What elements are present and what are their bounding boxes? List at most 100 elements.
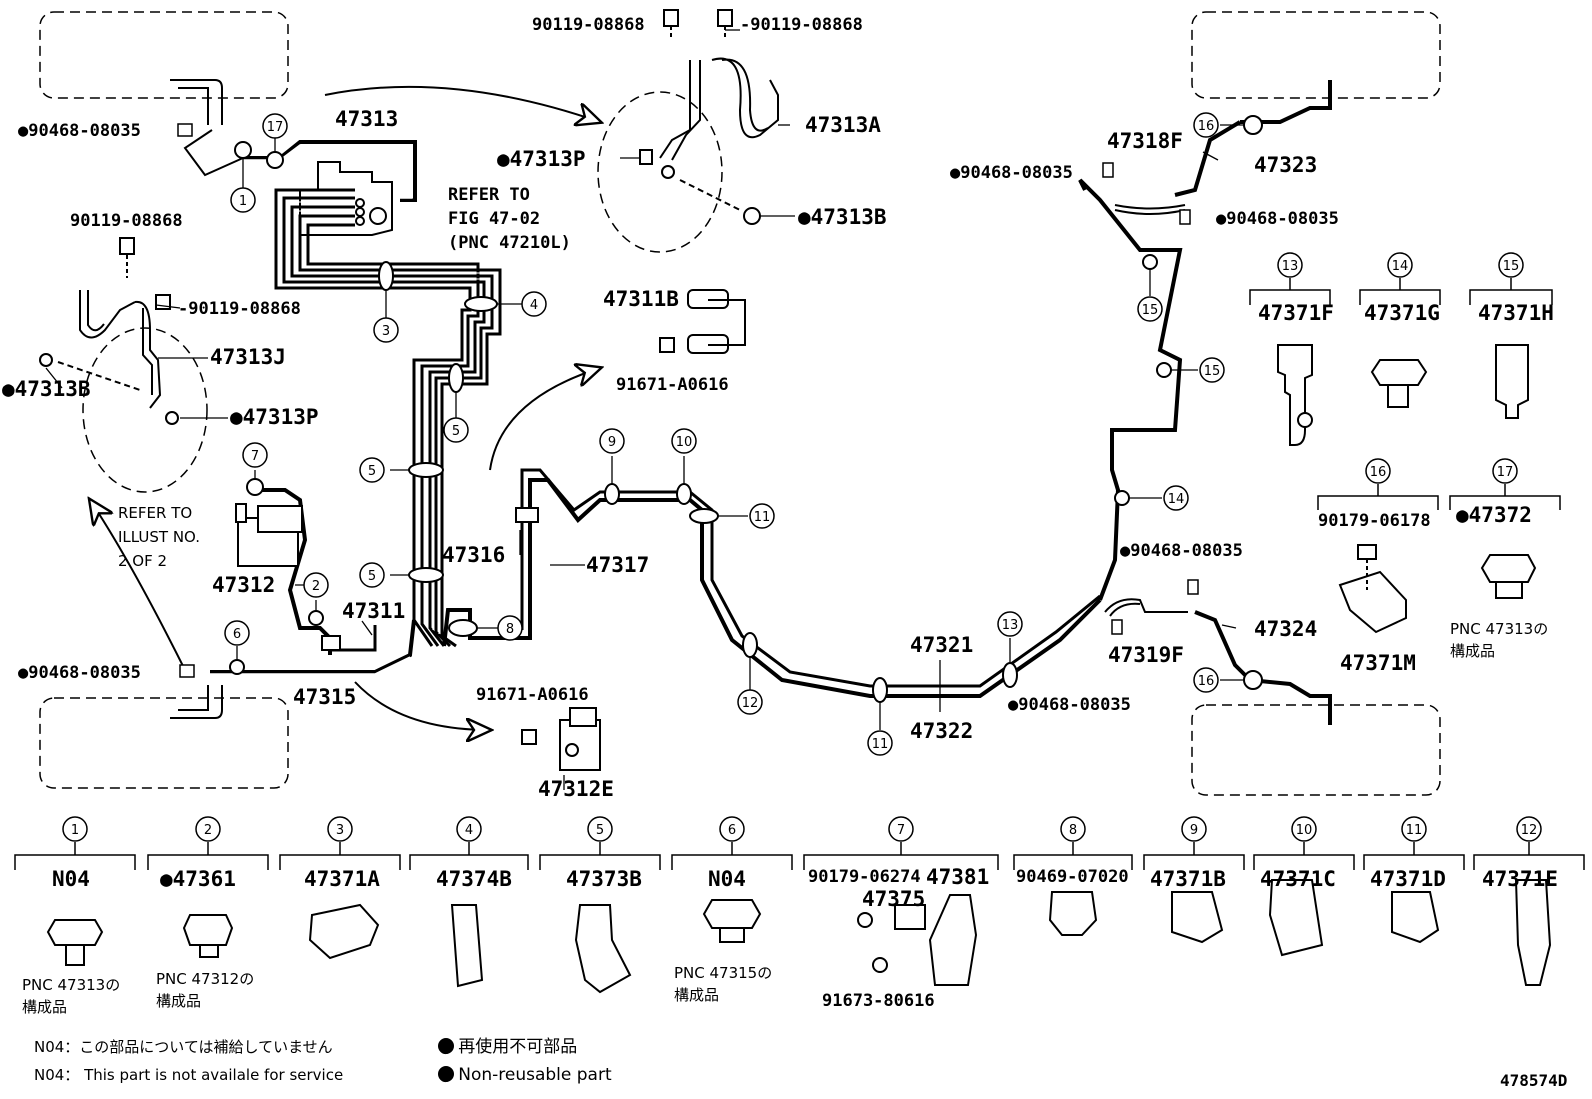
tube-clamps bbox=[229, 115, 1263, 703]
legend-3-part: 47371A bbox=[304, 867, 380, 891]
callout-11a: 11 bbox=[749, 503, 775, 529]
refer-illust-line2: ILLUST NO. bbox=[118, 528, 200, 546]
svg-text:4: 4 bbox=[530, 298, 538, 313]
label-47322: 47322 bbox=[910, 719, 973, 743]
callout-16a: 16 bbox=[1193, 112, 1219, 138]
bolt-90119-b: -90119-08868 bbox=[740, 15, 863, 35]
label-47312: 47312 bbox=[212, 573, 275, 597]
bolt-90119-a: 90119-08868 bbox=[532, 15, 645, 35]
svg-text:11: 11 bbox=[1406, 823, 1423, 838]
svg-text:9: 9 bbox=[1190, 823, 1198, 838]
legend-16-sub: 47371M bbox=[1340, 651, 1416, 675]
callout-6: 6 bbox=[224, 620, 250, 646]
legend-callout-17: 17 bbox=[1492, 458, 1518, 484]
legend-5-part: 47373B bbox=[566, 867, 642, 891]
svg-text:8: 8 bbox=[506, 622, 514, 637]
leader-lines bbox=[45, 29, 1244, 790]
panel-bottom-left bbox=[39, 697, 289, 789]
legend-17-part: ●47372 bbox=[1456, 503, 1532, 527]
callout-13: 13 bbox=[997, 611, 1023, 637]
legend-bottom-clips bbox=[46, 879, 1552, 994]
legend-11-part: 47371D bbox=[1370, 867, 1446, 891]
label-47313B-left: ●47313B bbox=[2, 377, 91, 401]
legend-1-part: N04 bbox=[52, 867, 90, 891]
refer-fig-line1: REFER TO bbox=[448, 185, 530, 205]
svg-text:1: 1 bbox=[71, 823, 79, 838]
legend-6-part: N04 bbox=[708, 867, 746, 891]
svg-text:12: 12 bbox=[1521, 823, 1538, 838]
svg-text:11: 11 bbox=[872, 737, 889, 752]
footnote-nonreuse-en: ● Non-reusable part bbox=[438, 1065, 612, 1085]
legend-callout-7: 7 bbox=[888, 816, 914, 842]
fitting-47312 bbox=[321, 635, 341, 651]
legend-right-brackets bbox=[1249, 278, 1561, 510]
legend-callout-3: 3 bbox=[327, 816, 353, 842]
label-47321: 47321 bbox=[910, 633, 973, 657]
legend-16-part: 90179-06178 bbox=[1318, 511, 1431, 531]
hose-47318F bbox=[1114, 204, 1186, 215]
legend-2-note2: 構成品 bbox=[156, 992, 201, 1010]
svg-text:3: 3 bbox=[382, 324, 390, 339]
legend-9-part: 47371B bbox=[1150, 867, 1226, 891]
tube-47317 bbox=[442, 468, 1102, 698]
figure-id: 478574D bbox=[1500, 1071, 1567, 1090]
legend-12-part: 47371E bbox=[1482, 867, 1558, 891]
legend-6-note1: PNC 47315の bbox=[674, 964, 772, 982]
legend-right-labels: 47371F 47371G 47371H 90179-06178 47371M … bbox=[1258, 301, 1554, 675]
legend-callout-9: 9 bbox=[1181, 816, 1207, 842]
panel-top-left bbox=[39, 11, 289, 99]
callout-17: 17 bbox=[262, 113, 288, 139]
refer-fig-line3: (PNC 47210L) bbox=[448, 233, 571, 253]
legend-bottom-callouts: 1 2 3 4 5 6 7 8 9 10 11 12 bbox=[62, 816, 1542, 842]
svg-text:4: 4 bbox=[465, 823, 473, 838]
svg-text:14: 14 bbox=[1392, 259, 1409, 274]
callout-5a: 5 bbox=[443, 417, 469, 443]
svg-text:15: 15 bbox=[1503, 259, 1520, 274]
footnotes: N04：この部品については補給していません N04： This part is … bbox=[34, 1036, 1567, 1090]
svg-text:15: 15 bbox=[1142, 303, 1159, 318]
callout-1: 1 bbox=[230, 187, 256, 213]
legend-bottom-labels: N04 PNC 47313の 構成品 ●47361 PNC 47312の 構成品… bbox=[22, 865, 1558, 1016]
svg-text:7: 7 bbox=[251, 449, 259, 464]
label-47315: 47315 bbox=[293, 685, 356, 709]
callouts: 1 17 3 4 5 5 5 7 2 6 8 9 10 11 12 11 13 … bbox=[224, 112, 1225, 756]
legend-callout-6: 6 bbox=[719, 816, 745, 842]
svg-text:16: 16 bbox=[1198, 119, 1215, 134]
tube-47311-47315 bbox=[210, 488, 416, 675]
label-47313B-right: ●47313B bbox=[798, 205, 887, 229]
label-47313J: 47313J bbox=[210, 345, 286, 369]
label-47318F: 47318F bbox=[1107, 129, 1183, 153]
refer-illust-line1: REFER TO bbox=[118, 504, 192, 522]
joint-47316 bbox=[515, 507, 539, 523]
tube-47324 bbox=[1194, 610, 1332, 725]
callout-11b: 11 bbox=[867, 730, 893, 756]
detail-ellipse-top bbox=[597, 91, 723, 253]
panel-outlines bbox=[39, 11, 1441, 796]
legend-14-part: 47371G bbox=[1364, 301, 1440, 325]
svg-text:5: 5 bbox=[596, 823, 604, 838]
svg-text:2: 2 bbox=[312, 579, 320, 594]
svg-text:17: 17 bbox=[267, 120, 284, 135]
callout-14: 14 bbox=[1163, 485, 1189, 511]
legend-4-part: 47374B bbox=[436, 867, 512, 891]
callout-16b: 16 bbox=[1193, 667, 1219, 693]
svg-text:13: 13 bbox=[1282, 259, 1299, 274]
clip-90468-f: ●90468-08035 bbox=[1008, 695, 1131, 715]
legend-15-part: 47371H bbox=[1478, 301, 1554, 325]
label-47311B: 47311B bbox=[603, 287, 679, 311]
callout-5b: 5 bbox=[359, 457, 385, 483]
footnote-n04-en: N04： This part is not availale for servi… bbox=[34, 1066, 343, 1084]
legend-13-part: 47371F bbox=[1258, 301, 1334, 325]
svg-text:5: 5 bbox=[368, 569, 376, 584]
legend-callout-5: 5 bbox=[587, 816, 613, 842]
svg-text:6: 6 bbox=[728, 823, 736, 838]
legend-callout-8: 8 bbox=[1060, 816, 1086, 842]
clip-90468-c: ●90468-08035 bbox=[950, 163, 1073, 183]
legend-1-note1: PNC 47313の bbox=[22, 976, 120, 994]
legend-right-callouts: 13 14 15 16 17 bbox=[1277, 252, 1524, 484]
legend-7-part: 47381 bbox=[926, 865, 989, 889]
tube-bundle bbox=[274, 188, 502, 648]
legend-7-extra-bolt: 90179-06274 bbox=[808, 867, 921, 887]
